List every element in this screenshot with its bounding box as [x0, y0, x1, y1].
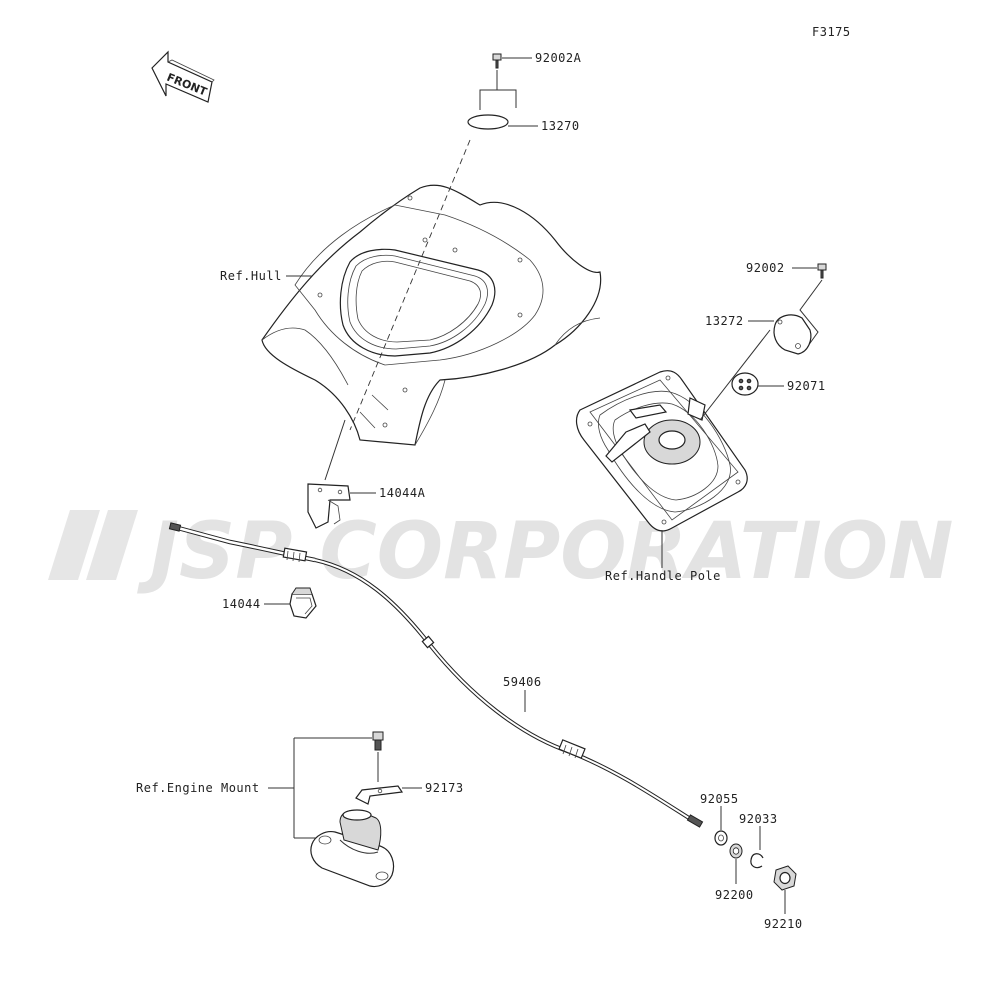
part-label-92002: 92002: [746, 261, 785, 275]
part-label-92173: 92173: [425, 781, 464, 795]
part-label-92033: 92033: [739, 812, 778, 826]
part-label-14044: 14044: [222, 597, 261, 611]
watermark-text: JSP CORPORATION: [137, 507, 953, 597]
ref-label-handle-pole: Ref.Handle Pole: [605, 569, 721, 583]
clip-14044: [289, 587, 317, 619]
part-label-92055: 92055: [700, 792, 739, 806]
ref-label-engine-mount: Ref.Engine Mount: [136, 781, 260, 795]
bolt-92002A: [492, 53, 502, 69]
washer-92055: [714, 830, 728, 846]
bracket-92173: [355, 785, 404, 805]
part-label-92210: 92210: [764, 917, 803, 931]
nut-92210: [773, 865, 797, 891]
hull-drawing: [261, 139, 602, 446]
part-label-59406: 59406: [503, 675, 542, 689]
part-label-13270: 13270: [541, 119, 580, 133]
handle-pole-drawing: [575, 370, 748, 532]
bolt-92002: [817, 263, 827, 279]
cable-59406: [168, 522, 704, 828]
front-arrow-icon: FRONT: [151, 50, 215, 103]
diagram-code: F3175: [812, 25, 851, 39]
part-label-92200: 92200: [715, 888, 754, 902]
part-label-13272: 13272: [705, 314, 744, 328]
bolt-engine-mount: [372, 731, 384, 751]
watermark-logo: JSP CORPORATION: [48, 507, 953, 597]
plate-13270: [467, 114, 509, 130]
plate-13272: [773, 314, 812, 355]
part-label-92002A: 92002A: [535, 51, 582, 65]
engine-mount-body: [310, 809, 395, 888]
grommet-92071: [731, 372, 759, 396]
part-label-92071: 92071: [787, 379, 826, 393]
part-label-14044A: 14044A: [379, 486, 426, 500]
clip-14044A: [307, 483, 351, 529]
washer-92200: [729, 843, 743, 859]
circlip-92033: [750, 853, 764, 869]
ref-label-hull: Ref.Hull: [220, 269, 282, 283]
